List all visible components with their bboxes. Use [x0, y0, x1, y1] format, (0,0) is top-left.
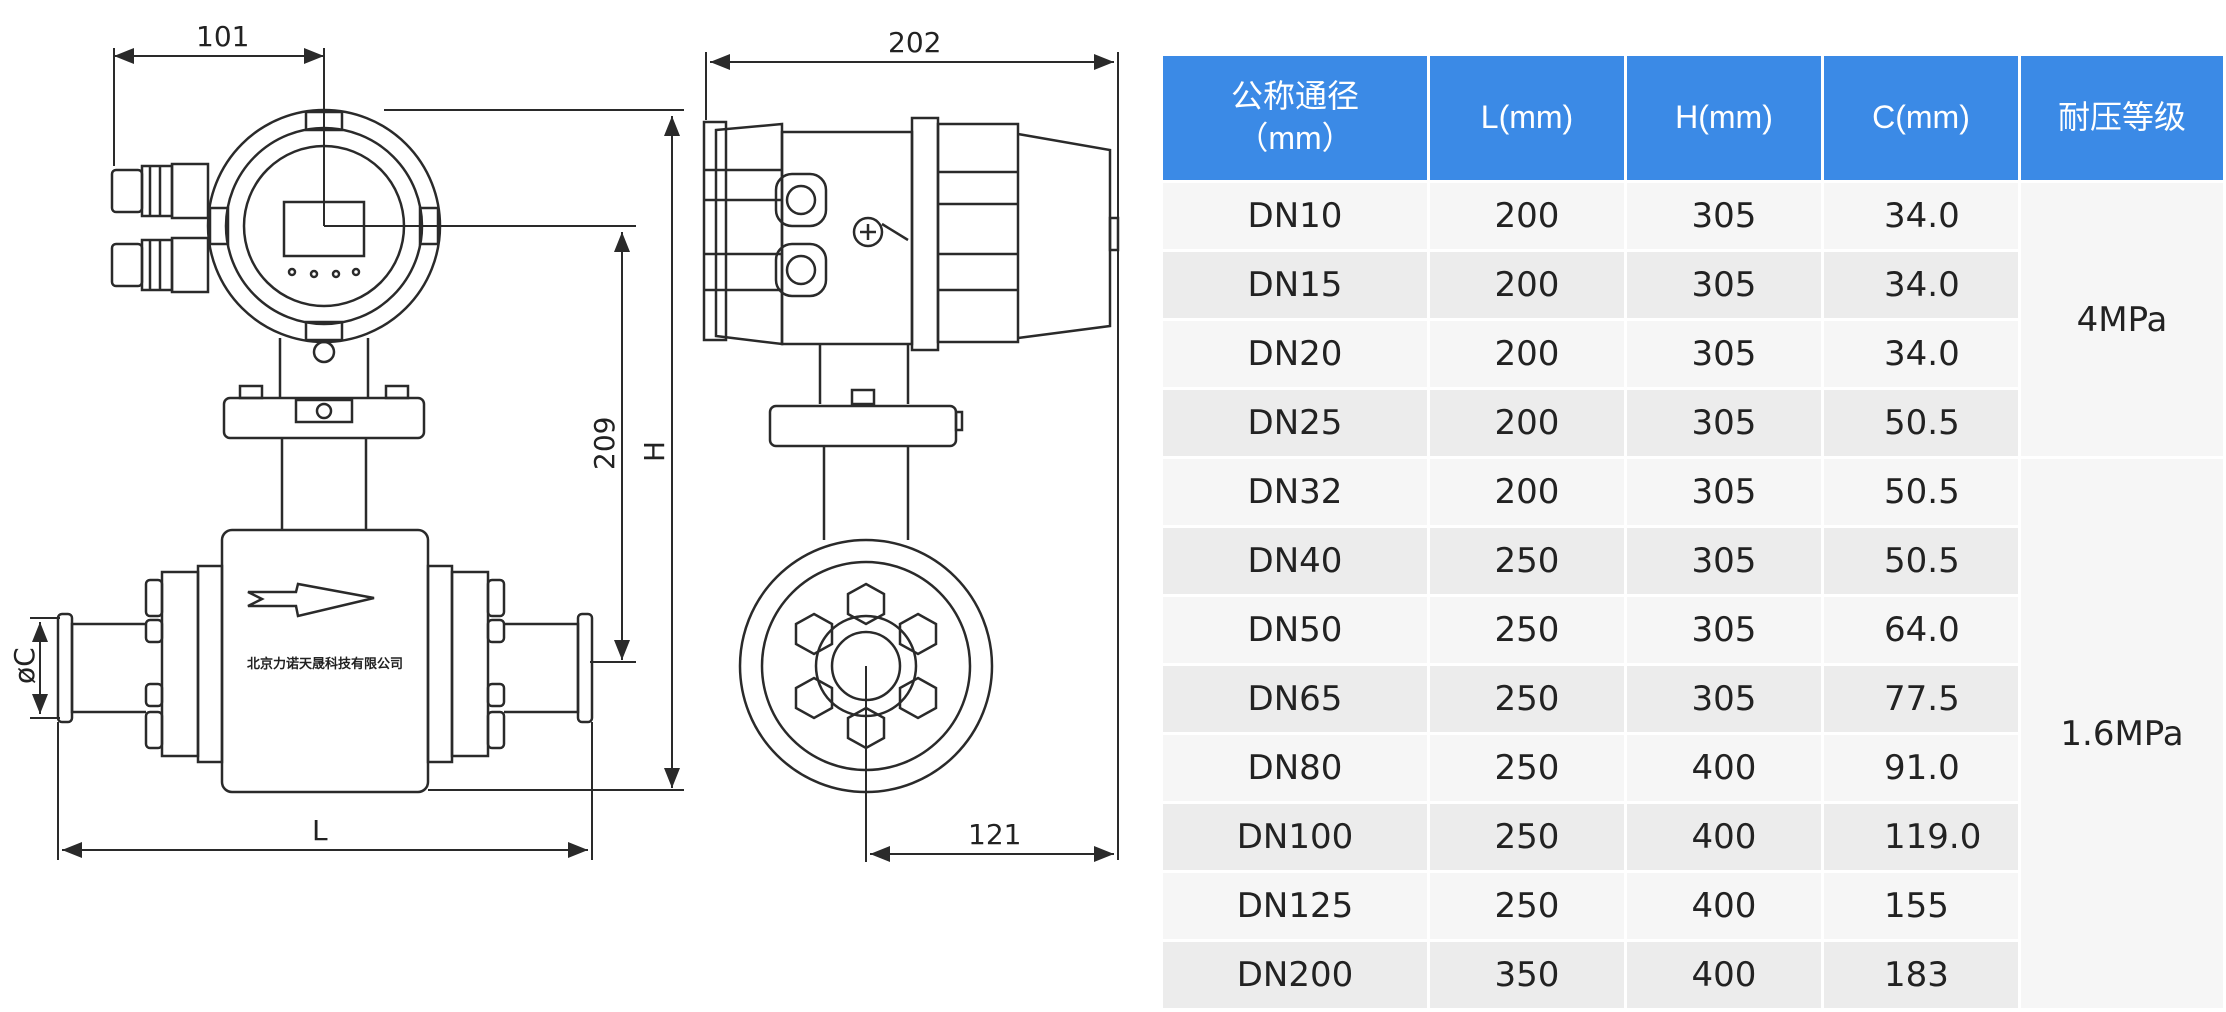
header-length: L(mm) [1430, 56, 1624, 180]
dim-height-209: 209 [588, 417, 621, 470]
cell-nominal-diameter: DN20 [1163, 321, 1427, 387]
header-pressure: 耐压等级 [2021, 56, 2223, 180]
dim-side-width: 202 [888, 26, 941, 59]
cell-pressure-rating: 4MPa [2021, 183, 2223, 456]
cell-nominal-diameter: DN50 [1163, 597, 1427, 663]
dim-side-offset: 121 [968, 818, 1021, 851]
dim-front-width: 101 [196, 20, 249, 53]
mounting-flange [222, 396, 426, 440]
cell-c: 34.0 [1824, 183, 2018, 249]
cable-gland-upper [110, 162, 210, 220]
cable-gland-lower [110, 236, 210, 294]
cell-length: 250 [1430, 666, 1624, 732]
cell-height: 305 [1627, 321, 1821, 387]
cell-c: 91.0 [1824, 735, 2018, 801]
cell-height: 400 [1627, 873, 1821, 939]
front-dimensions [30, 48, 684, 860]
cell-height: 305 [1627, 390, 1821, 456]
side-housing [780, 130, 914, 346]
dim-height-H: H [638, 441, 671, 462]
table-header-row: 公称通径 （mm） L(mm) H(mm) C(mm) 耐压等级 [1163, 56, 2223, 180]
cell-length: 250 [1430, 528, 1624, 594]
flowmeter-drawing: 北京力诺天晟科技有限公司 101 209 H øC L [8, 20, 1120, 862]
cell-c: 77.5 [1824, 666, 2018, 732]
cell-height: 400 [1627, 942, 1821, 1008]
cell-nominal-diameter: DN125 [1163, 873, 1427, 939]
cell-pressure-rating: 1.6MPa [2021, 459, 2223, 1008]
cell-length: 200 [1430, 183, 1624, 249]
cell-c: 50.5 [1824, 528, 2018, 594]
cell-c: 50.5 [1824, 390, 2018, 456]
header-label: 公称通径 （mm） [1230, 78, 1359, 156]
cell-length: 200 [1430, 459, 1624, 525]
ground-screw [852, 216, 884, 248]
cell-nominal-diameter: DN200 [1163, 942, 1427, 1008]
header-label: C(mm) [1872, 99, 1970, 136]
side-dimensions [705, 52, 1119, 862]
cell-height: 400 [1627, 804, 1821, 870]
header-label: L(mm) [1480, 99, 1574, 136]
cell-c: 64.0 [1824, 597, 2018, 663]
cell-height: 305 [1627, 459, 1821, 525]
cell-c: 155 [1824, 873, 2018, 939]
cell-height: 305 [1627, 252, 1821, 318]
cell-height: 305 [1627, 666, 1821, 732]
cell-c: 34.0 [1824, 321, 2018, 387]
cell-length: 250 [1430, 873, 1624, 939]
cell-nominal-diameter: DN40 [1163, 528, 1427, 594]
cell-length: 350 [1430, 942, 1624, 1008]
cell-length: 200 [1430, 321, 1624, 387]
cell-height: 400 [1627, 735, 1821, 801]
dim-diameter-C: øC [8, 647, 41, 684]
cell-nominal-diameter: DN100 [1163, 804, 1427, 870]
cell-nominal-diameter: DN80 [1163, 735, 1427, 801]
dim-length-L: L [312, 814, 328, 847]
header-height: H(mm) [1627, 56, 1821, 180]
header-nominal-diameter: 公称通径 （mm） [1163, 56, 1427, 180]
cell-c: 50.5 [1824, 459, 2018, 525]
header-label: H(mm) [1675, 99, 1773, 136]
header-label: 耐压等级 [2057, 99, 2186, 136]
cell-c: 119.0 [1824, 804, 2018, 870]
cell-nominal-diameter: DN32 [1163, 459, 1427, 525]
cell-c: 183 [1824, 942, 2018, 1008]
flow-direction-arrow [247, 582, 375, 618]
cell-height: 305 [1627, 597, 1821, 663]
cell-height: 305 [1627, 528, 1821, 594]
cell-length: 200 [1430, 390, 1624, 456]
cell-length: 200 [1430, 252, 1624, 318]
cell-nominal-diameter: DN15 [1163, 252, 1427, 318]
cell-length: 250 [1430, 804, 1624, 870]
company-plate: 北京力诺天晟科技有限公司 [247, 656, 403, 672]
side-mounting-flange [768, 404, 958, 448]
cell-nominal-diameter: DN65 [1163, 666, 1427, 732]
side-view [702, 116, 1120, 794]
header-c: C(mm) [1824, 56, 2018, 180]
cell-c: 34.0 [1824, 252, 2018, 318]
cell-nominal-diameter: DN25 [1163, 390, 1427, 456]
cell-nominal-diameter: DN10 [1163, 183, 1427, 249]
cell-length: 250 [1430, 735, 1624, 801]
cell-length: 250 [1430, 597, 1624, 663]
cell-height: 305 [1627, 183, 1821, 249]
